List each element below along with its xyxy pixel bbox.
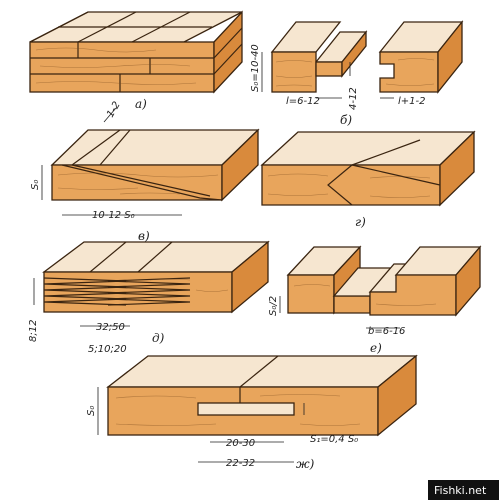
caption-a: а) xyxy=(135,97,147,111)
dim-zh-s0: S₀ xyxy=(86,406,97,416)
joint-zh-slot: S₀ 20-30 22-32 S₁=0,4 S₀ ж) xyxy=(86,354,418,471)
joint-e-halflap: S₀/2 b=6-16 е) xyxy=(268,245,482,355)
caption-e: е) xyxy=(370,341,382,355)
watermark: Fishki.net xyxy=(428,480,499,500)
joint-b-tongue-groove: S₀=10-40 l=6-12 4-12 l+1-2 б) xyxy=(250,20,464,127)
caption-g: г) xyxy=(355,215,366,229)
joint-a-block: а) xyxy=(29,10,243,111)
caption-b: б) xyxy=(340,113,352,127)
joint-v-scarf: S₀ 1-2 10-12 S₀ в) xyxy=(30,100,260,243)
dim-v-gap: 1-2 xyxy=(105,100,123,120)
dim-d-h: 8;12 xyxy=(28,320,39,342)
dim-zh-s1: S₁=0,4 S₀ xyxy=(310,434,358,445)
caption-d: д) xyxy=(152,331,165,345)
joint-d-finger: 8;12 32;50 5;10;20 д) xyxy=(28,240,270,355)
dim-b-l: l=6-12 xyxy=(286,96,320,107)
watermark-text: Fishki.net xyxy=(434,484,487,497)
dim-zh-outer: 22-32 xyxy=(226,458,255,469)
dim-b-s0: S₀=10-40 xyxy=(250,44,261,92)
joint-g-scarf: г) xyxy=(260,130,476,229)
caption-zh: ж) xyxy=(296,457,315,471)
dim-v-len: 10-12 S₀ xyxy=(92,210,135,221)
dim-d-l1: 32;50 xyxy=(96,322,125,333)
dim-e-b: b=6-16 xyxy=(368,326,405,337)
dim-zh-inner: 20-30 xyxy=(226,438,255,449)
dim-v-s0: S₀ xyxy=(30,180,41,190)
dim-b-gap: l+1-2 xyxy=(398,96,426,107)
caption-v: в) xyxy=(138,229,150,243)
dim-e-s0: S₀/2 xyxy=(268,296,279,316)
dim-b-h: 4-12 xyxy=(348,87,359,110)
dim-d-l2: 5;10;20 xyxy=(88,344,127,355)
